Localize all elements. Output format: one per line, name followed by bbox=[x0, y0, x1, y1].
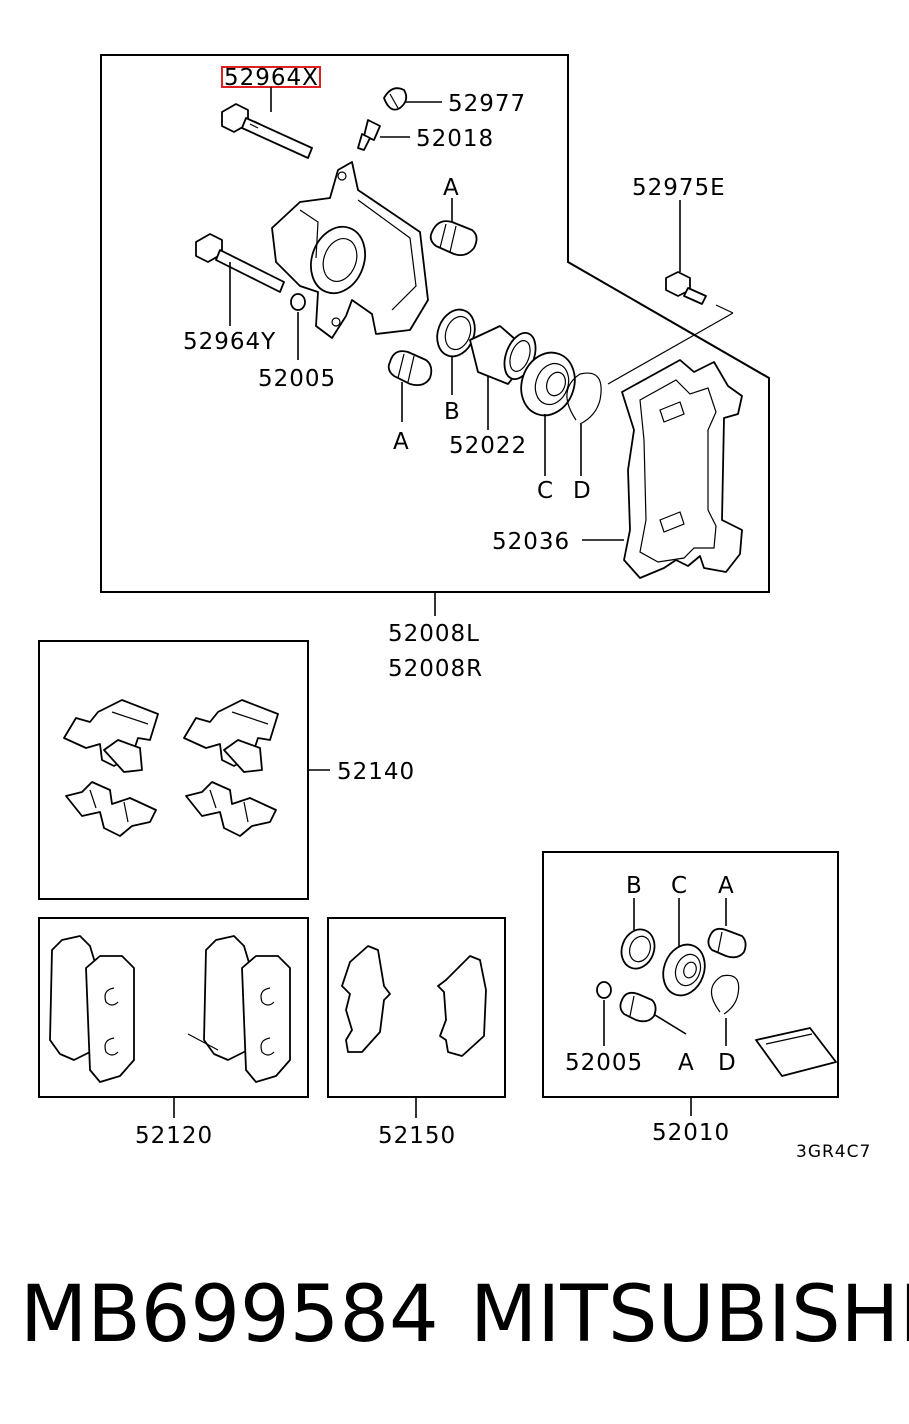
bracket-bolt bbox=[665, 271, 707, 305]
footer: MB699584 MITSUBISHI bbox=[0, 1270, 909, 1370]
label-B: B bbox=[444, 399, 461, 425]
label-52018: 52018 bbox=[416, 126, 494, 152]
kit-label-B: B bbox=[626, 873, 643, 899]
kit-label-A: A bbox=[718, 873, 735, 899]
caliper-assembly-box bbox=[100, 54, 770, 593]
anti-squeal-clips bbox=[63, 699, 279, 837]
label-52036: 52036 bbox=[492, 529, 570, 555]
guide-bolt-lower bbox=[195, 233, 285, 293]
kit-label-A-lower: A bbox=[678, 1050, 695, 1076]
label-52008L: 52008L bbox=[388, 621, 480, 647]
label-52008R: 52008R bbox=[388, 656, 483, 682]
bleeder-screw bbox=[357, 119, 381, 151]
label-D: D bbox=[573, 478, 592, 504]
boot-a-lower bbox=[387, 350, 433, 387]
kit-label-D: D bbox=[718, 1050, 737, 1076]
retaining-ring bbox=[566, 372, 602, 425]
label-A-upper: A bbox=[443, 175, 460, 201]
label-52964Y: 52964Y bbox=[183, 329, 276, 355]
part-number: MB699584 bbox=[20, 1270, 439, 1360]
kit-label-C: C bbox=[671, 873, 688, 899]
kit-parts bbox=[596, 927, 837, 1077]
kit-label-52005: 52005 bbox=[565, 1050, 643, 1076]
caliper-bracket bbox=[621, 359, 743, 579]
label-52964X[interactable]: 52964X bbox=[224, 65, 319, 91]
caliper-body bbox=[271, 161, 429, 339]
clip-kit-box bbox=[38, 640, 309, 900]
label-52977: 52977 bbox=[448, 91, 526, 117]
boot-a-upper bbox=[429, 220, 478, 257]
label-52022: 52022 bbox=[449, 433, 527, 459]
label-52010: 52010 bbox=[652, 1120, 730, 1146]
guide-bolt-upper bbox=[221, 103, 313, 159]
label-52975E: 52975E bbox=[632, 175, 726, 201]
bleeder-cap bbox=[383, 87, 408, 111]
label-52140: 52140 bbox=[337, 759, 415, 785]
parts-diagram: 52964X 52977 52018 A bbox=[38, 54, 871, 1162]
sleeve bbox=[290, 293, 306, 311]
diagram-code: 3GR4C7 bbox=[796, 1142, 871, 1162]
brake-pads bbox=[49, 935, 291, 1083]
label-C: C bbox=[537, 478, 554, 504]
label-52120: 52120 bbox=[135, 1123, 213, 1149]
piston-boot bbox=[520, 351, 576, 417]
label-A-lower: A bbox=[393, 429, 410, 455]
brand-name: MITSUBISHI bbox=[470, 1270, 909, 1360]
pad-shims bbox=[341, 945, 487, 1057]
label-52150: 52150 bbox=[378, 1123, 456, 1149]
label-52005: 52005 bbox=[258, 366, 336, 392]
